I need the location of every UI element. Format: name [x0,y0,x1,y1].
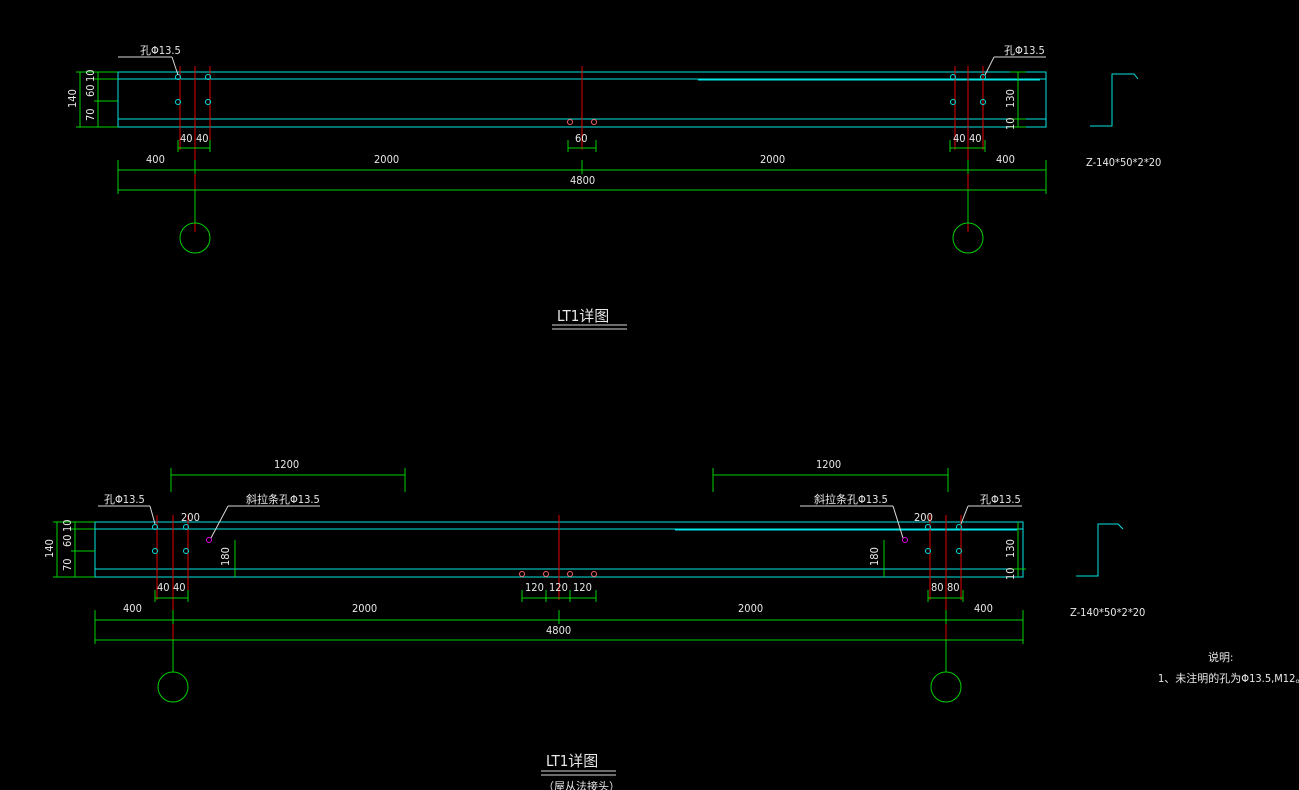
svg-text:1200: 1200 [816,458,841,471]
svg-text:10: 10 [61,519,74,532]
svg-text:10: 10 [1004,567,1017,580]
svg-text:140: 140 [66,89,79,108]
bottom-section-icon [1076,523,1124,577]
top-detail: 孔Φ13.5 孔Φ13.5 10 60 70 140 130 10 40 40 … [66,44,1161,330]
svg-text:120: 120 [525,581,544,594]
notes-line1: 1、未注明的孔为Φ13.5,M12。 [1158,671,1299,685]
svg-text:120: 120 [573,581,592,594]
notes-heading: 说明: [1208,650,1233,664]
svg-text:孔Φ13.5: 孔Φ13.5 [104,493,145,506]
bottom-subtitle: （屋从法接头） [543,779,620,790]
svg-text:200: 200 [914,511,933,524]
svg-text:140: 140 [43,539,56,558]
svg-text:180: 180 [868,547,881,566]
svg-text:10: 10 [1004,117,1017,130]
svg-text:80: 80 [931,581,944,594]
top-title: LT1详图 [557,307,609,325]
svg-text:80: 80 [947,581,960,594]
svg-text:180: 180 [219,547,232,566]
svg-text:400: 400 [146,153,165,166]
svg-text:130: 130 [1004,539,1017,558]
bottom-section-label: Z-140*50*2*20 [1070,606,1145,619]
top-section-icon [1090,73,1139,127]
svg-text:70: 70 [84,108,97,121]
svg-text:4800: 4800 [570,174,595,187]
top-hole-label-right: 孔Φ13.5 [1004,44,1045,57]
svg-text:120: 120 [549,581,568,594]
svg-text:40: 40 [953,132,966,145]
svg-text:60: 60 [575,132,588,145]
svg-text:40: 40 [969,132,982,145]
svg-text:400: 400 [123,602,142,615]
svg-text:1200: 1200 [274,458,299,471]
bottom-title: LT1详图 [546,752,598,770]
svg-text:130: 130 [1004,89,1017,108]
svg-text:40: 40 [196,132,209,145]
bottom-detail: 1200 1200 孔Φ13.5 斜拉条孔Φ13.5 斜拉条孔Φ13.5 孔Φ1… [43,458,1299,790]
svg-text:2000: 2000 [352,602,377,615]
svg-text:60: 60 [61,534,74,547]
svg-text:斜拉条孔Φ13.5: 斜拉条孔Φ13.5 [814,492,888,506]
top-axis-bubble-right [952,222,984,254]
svg-text:2000: 2000 [738,602,763,615]
svg-text:40: 40 [157,581,170,594]
svg-text:400: 400 [974,602,993,615]
svg-text:斜拉条孔Φ13.5: 斜拉条孔Φ13.5 [246,492,320,506]
top-axis-bubble-left [179,222,211,254]
svg-text:40: 40 [173,581,186,594]
svg-text:40: 40 [180,132,193,145]
top-hole-label-left: 孔Φ13.5 [140,44,181,57]
svg-text:孔Φ13.5: 孔Φ13.5 [980,493,1021,506]
svg-text:70: 70 [61,558,74,571]
svg-text:60: 60 [84,84,97,97]
svg-text:200: 200 [181,511,200,524]
svg-text:4800: 4800 [546,624,571,637]
svg-text:2000: 2000 [374,153,399,166]
svg-text:10: 10 [84,69,97,82]
svg-text:2000: 2000 [760,153,785,166]
top-section-label: Z-140*50*2*20 [1086,156,1161,169]
svg-text:400: 400 [996,153,1015,166]
